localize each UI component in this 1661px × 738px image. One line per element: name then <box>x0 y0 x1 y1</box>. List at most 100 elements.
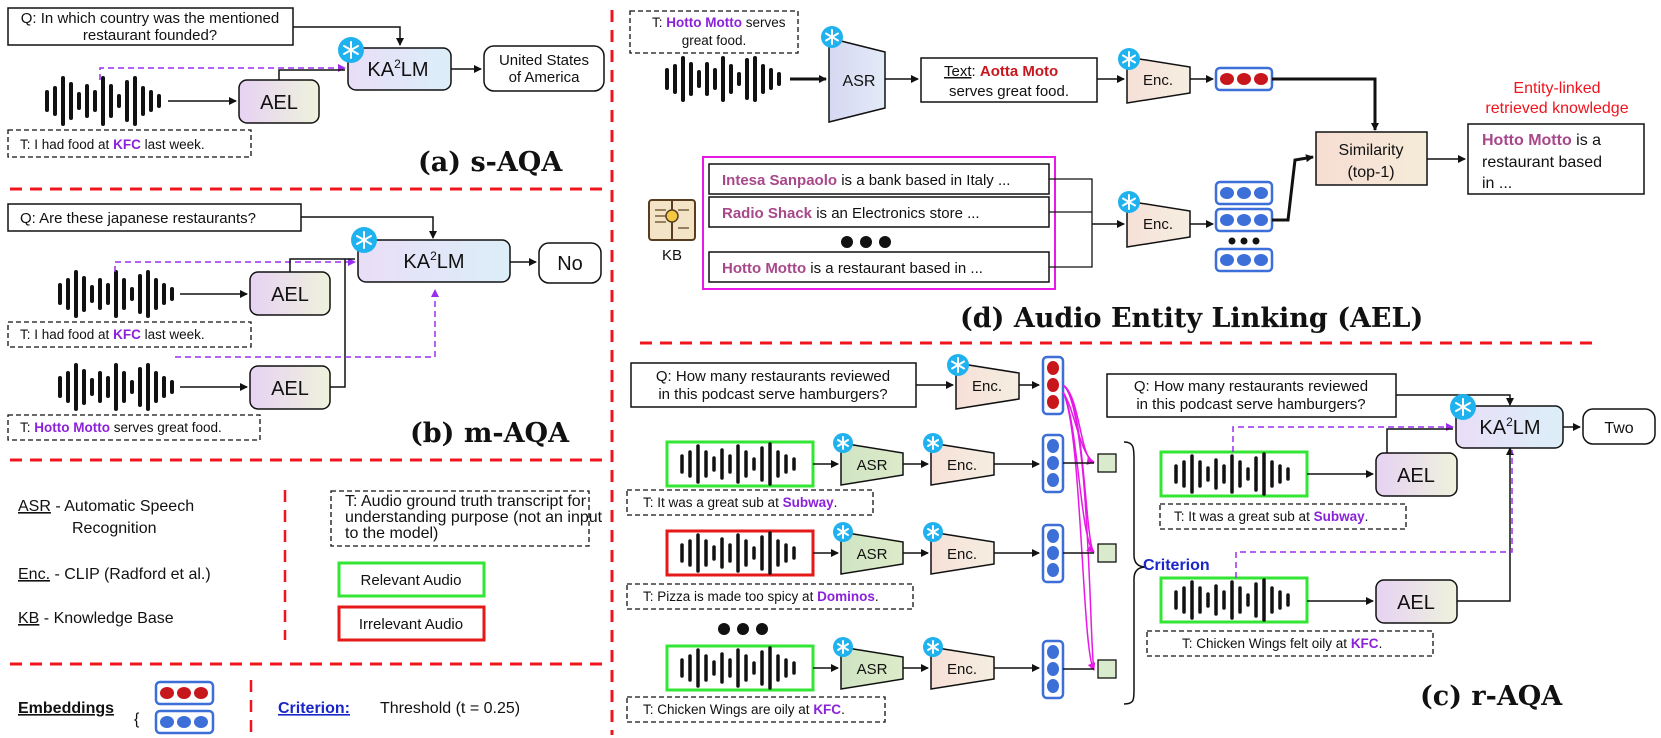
dividers <box>10 10 1600 735</box>
ael-transcript-box <box>629 10 799 54</box>
r-aqa-ael-label-2: AEL <box>1397 592 1435 614</box>
m-aqa-waveform-1 <box>58 270 174 318</box>
s-aqa-transcript: T: I had food at KFC last week. <box>20 137 205 152</box>
r-aqa-query-embedding <box>1041 355 1065 416</box>
r-aqa-question-left-2: in this podcast serve hamburgers? <box>658 386 887 403</box>
ael-kb-item-3-text: Hotto Motto is a restaurant based in ... <box>722 260 983 277</box>
r-aqa-row-3: ASR Enc. T: Chicken Wings are oily at KF… <box>626 637 1117 723</box>
m-aqa-ael-label-2: AEL <box>271 378 309 400</box>
snowflake-icon <box>833 433 853 453</box>
r-aqa-asr-1 <box>840 442 904 486</box>
r-aqa-title: (c) r-AQA <box>1420 681 1563 712</box>
r-aqa-answer-box <box>1582 408 1656 445</box>
r-aqa-answer: Two <box>1604 420 1633 437</box>
ael-asr-label: ASR <box>843 73 876 90</box>
r-aqa-enc-label-2: Enc. <box>947 546 977 563</box>
legend-embeddings: Embeddings <box>18 700 114 717</box>
s-aqa-answer-line2: of America <box>509 69 581 86</box>
r-aqa-right-transcript-2: T: Chicken Wings felt oily at KFC. <box>1182 636 1382 651</box>
legend-transcript-note-1: T: Audio ground truth transcript for <box>345 493 587 510</box>
legend-relevant-box <box>337 561 486 598</box>
r-aqa-transcript-2: T: Pizza is made too spicy at Dominos. <box>643 589 879 604</box>
ael-enc-block-2 <box>1126 200 1191 248</box>
legend-panel: ASR - Automatic Speech Recognition Enc. … <box>18 490 603 735</box>
r-aqa-asr-3 <box>840 646 904 690</box>
r-aqa-question-box-left <box>630 362 917 408</box>
r-aqa-enc-1 <box>930 442 995 486</box>
ael-kb-connectors <box>1049 178 1093 268</box>
s-aqa-ael-label: AEL <box>260 92 298 114</box>
snowflake-icon <box>351 227 377 253</box>
r-aqa-similarity-arrows <box>1062 384 1096 671</box>
r-aqa-score-1 <box>1097 453 1117 473</box>
s-aqa-question-box <box>7 7 294 46</box>
legend-transcript-note-3: to the model) <box>345 525 438 542</box>
ael-kb-item-2-text: Radio Shack is an Electronics store ... <box>722 205 980 222</box>
m-aqa-ka2lm-label: KA2LM <box>403 249 464 273</box>
snowflake-icon <box>821 26 843 48</box>
r-aqa-row-ellipsis <box>718 623 768 635</box>
snowflake-icon <box>1450 394 1476 420</box>
m-aqa-transcript-2: T: Hotto Motto serves great food. <box>20 420 222 435</box>
r-aqa-right-transcript-box-2 <box>1146 630 1434 657</box>
m-aqa-ka2lm-block <box>357 239 511 283</box>
m-aqa-transcript-1: T: I had food at KFC last week. <box>20 327 205 342</box>
s-aqa-title: (a) s-AQA <box>418 147 563 178</box>
ael-similarity-line1: Similarity <box>1339 142 1404 159</box>
ael-text-line1: Text: Aotta Moto <box>944 63 1058 80</box>
ael-transcript-line2: great food. <box>682 33 747 48</box>
embedding-red-icon <box>154 680 215 706</box>
r-aqa-transcript-3: T: Chicken Wings are oily at KFC. <box>643 702 845 717</box>
s-aqa-question-line1: Q: In which country was the mentioned <box>21 10 279 27</box>
r-aqa-query-enc-label: Enc. <box>972 378 1002 395</box>
ael-enc-label-1: Enc. <box>1143 72 1173 89</box>
legend-brace: { <box>134 711 140 728</box>
r-aqa-transcript-box-1 <box>626 489 874 516</box>
r-aqa-asr-2 <box>840 531 904 575</box>
snowflake-icon <box>923 433 943 453</box>
r-aqa-question-right-2: in this podcast serve hamburgers? <box>1136 396 1365 413</box>
ael-retrieved-box <box>1467 123 1645 195</box>
kb-book-icon <box>648 199 696 241</box>
legend-kb: KB - Knowledge Base <box>18 610 174 627</box>
m-aqa-title: (b) m-AQA <box>410 418 570 449</box>
r-aqa-enc-3 <box>930 646 995 690</box>
r-aqa-asr-label-1: ASR <box>857 457 888 474</box>
r-aqa-score-2 <box>1097 543 1117 563</box>
ael-similarity-line2: (top-1) <box>1347 164 1394 181</box>
r-aqa-enc-label-1: Enc. <box>947 457 977 474</box>
r-aqa-ka2lm-label: KA2LM <box>1479 415 1540 439</box>
legend-relevant: Relevant Audio <box>361 572 462 589</box>
ael-kb-embeddings <box>1214 180 1274 273</box>
snowflake-icon <box>1118 191 1140 213</box>
ael-transcript-line1: T: Hotto Motto serves <box>652 15 786 30</box>
snowflake-icon <box>923 522 943 542</box>
ael-kb-item-1-text: Intesa Sanpaolo is a bank based in Italy… <box>722 172 1010 189</box>
r-aqa-enc-label-3: Enc. <box>947 661 977 678</box>
r-aqa-question-box-right <box>1106 373 1397 418</box>
s-aqa-answer-box <box>483 45 605 92</box>
r-aqa-transcript-1: T: It was a great sub at Subway. <box>643 495 837 510</box>
r-aqa-transcript-box-2 <box>626 583 914 610</box>
legend-irrelevant-box <box>337 605 486 642</box>
ael-retrieved-title-1: Entity-linked <box>1513 80 1600 97</box>
s-aqa-transcript-box <box>7 129 252 158</box>
ael-panel: T: Hotto Motto serves great food. ASR Te… <box>629 10 1645 334</box>
r-aqa-asr-label-2: ASR <box>857 546 888 563</box>
r-aqa-criterion-brace <box>1123 441 1147 705</box>
m-aqa-answer: No <box>557 253 583 275</box>
m-aqa-transcript-box-1 <box>7 321 252 348</box>
snowflake-icon <box>1118 48 1140 70</box>
ael-asr-block <box>828 37 886 123</box>
r-aqa-score-3 <box>1097 659 1117 679</box>
embedding-blue-icon <box>154 709 215 735</box>
r-aqa-panel: Q: How many restaurants reviewed in this… <box>626 354 1656 723</box>
r-aqa-ael-label-1: AEL <box>1397 465 1435 487</box>
snowflake-icon <box>338 37 364 63</box>
m-aqa-waveform-2 <box>58 363 174 411</box>
legend-asr-line2: Recognition <box>72 520 157 537</box>
r-aqa-row-2: ASR Enc. T: Pizza is made too spicy at D… <box>626 522 1117 610</box>
ael-waveform <box>665 56 781 102</box>
r-aqa-right-transcript-box-1 <box>1159 503 1407 530</box>
